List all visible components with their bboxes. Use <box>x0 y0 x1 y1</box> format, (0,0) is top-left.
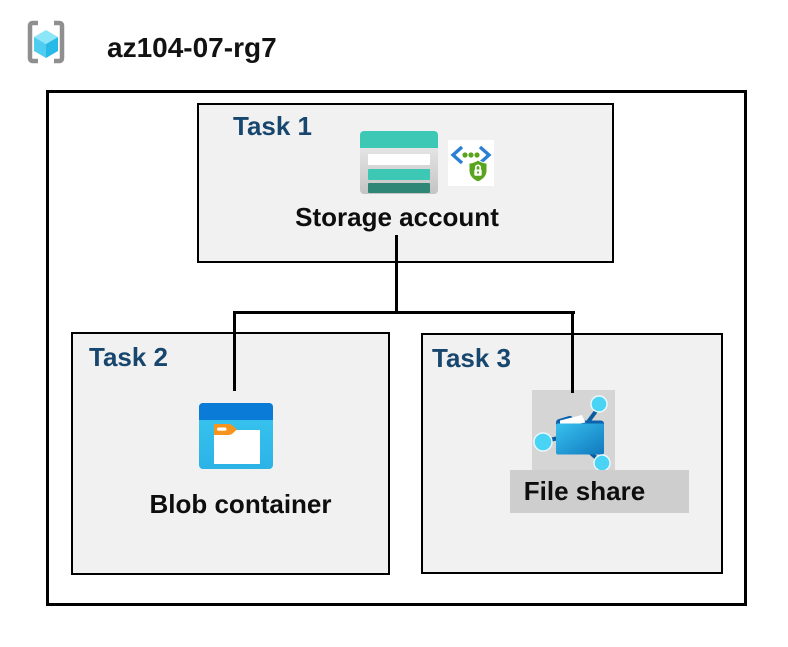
connector-to-blob-container <box>233 311 236 391</box>
connector-storage-stem <box>395 235 398 313</box>
resource-group-icon <box>27 20 65 64</box>
blob-container-icon <box>199 403 273 469</box>
file-share-icon <box>533 395 611 472</box>
task1-box: Task 1 Storage <box>197 103 614 263</box>
blob-container-label: Blob container <box>149 489 332 519</box>
storage-account-label: Storage account <box>295 202 499 232</box>
file-share-label: File share <box>523 476 646 506</box>
task2-label: Task 2 <box>89 342 169 372</box>
connector-horizontal <box>233 311 575 314</box>
resource-group-title: az104-07-rg7 <box>107 32 277 63</box>
file-share-label-highlight: File share <box>510 470 689 513</box>
secure-access-icon <box>448 140 494 186</box>
connector-to-file-share <box>571 311 574 393</box>
task2-box: Task 2 Blob container <box>71 332 390 575</box>
storage-account-icon <box>360 131 438 194</box>
task3-label: Task 3 <box>432 343 512 373</box>
task1-label: Task 1 <box>233 111 313 141</box>
task3-box: Task 3 File share <box>421 333 723 574</box>
